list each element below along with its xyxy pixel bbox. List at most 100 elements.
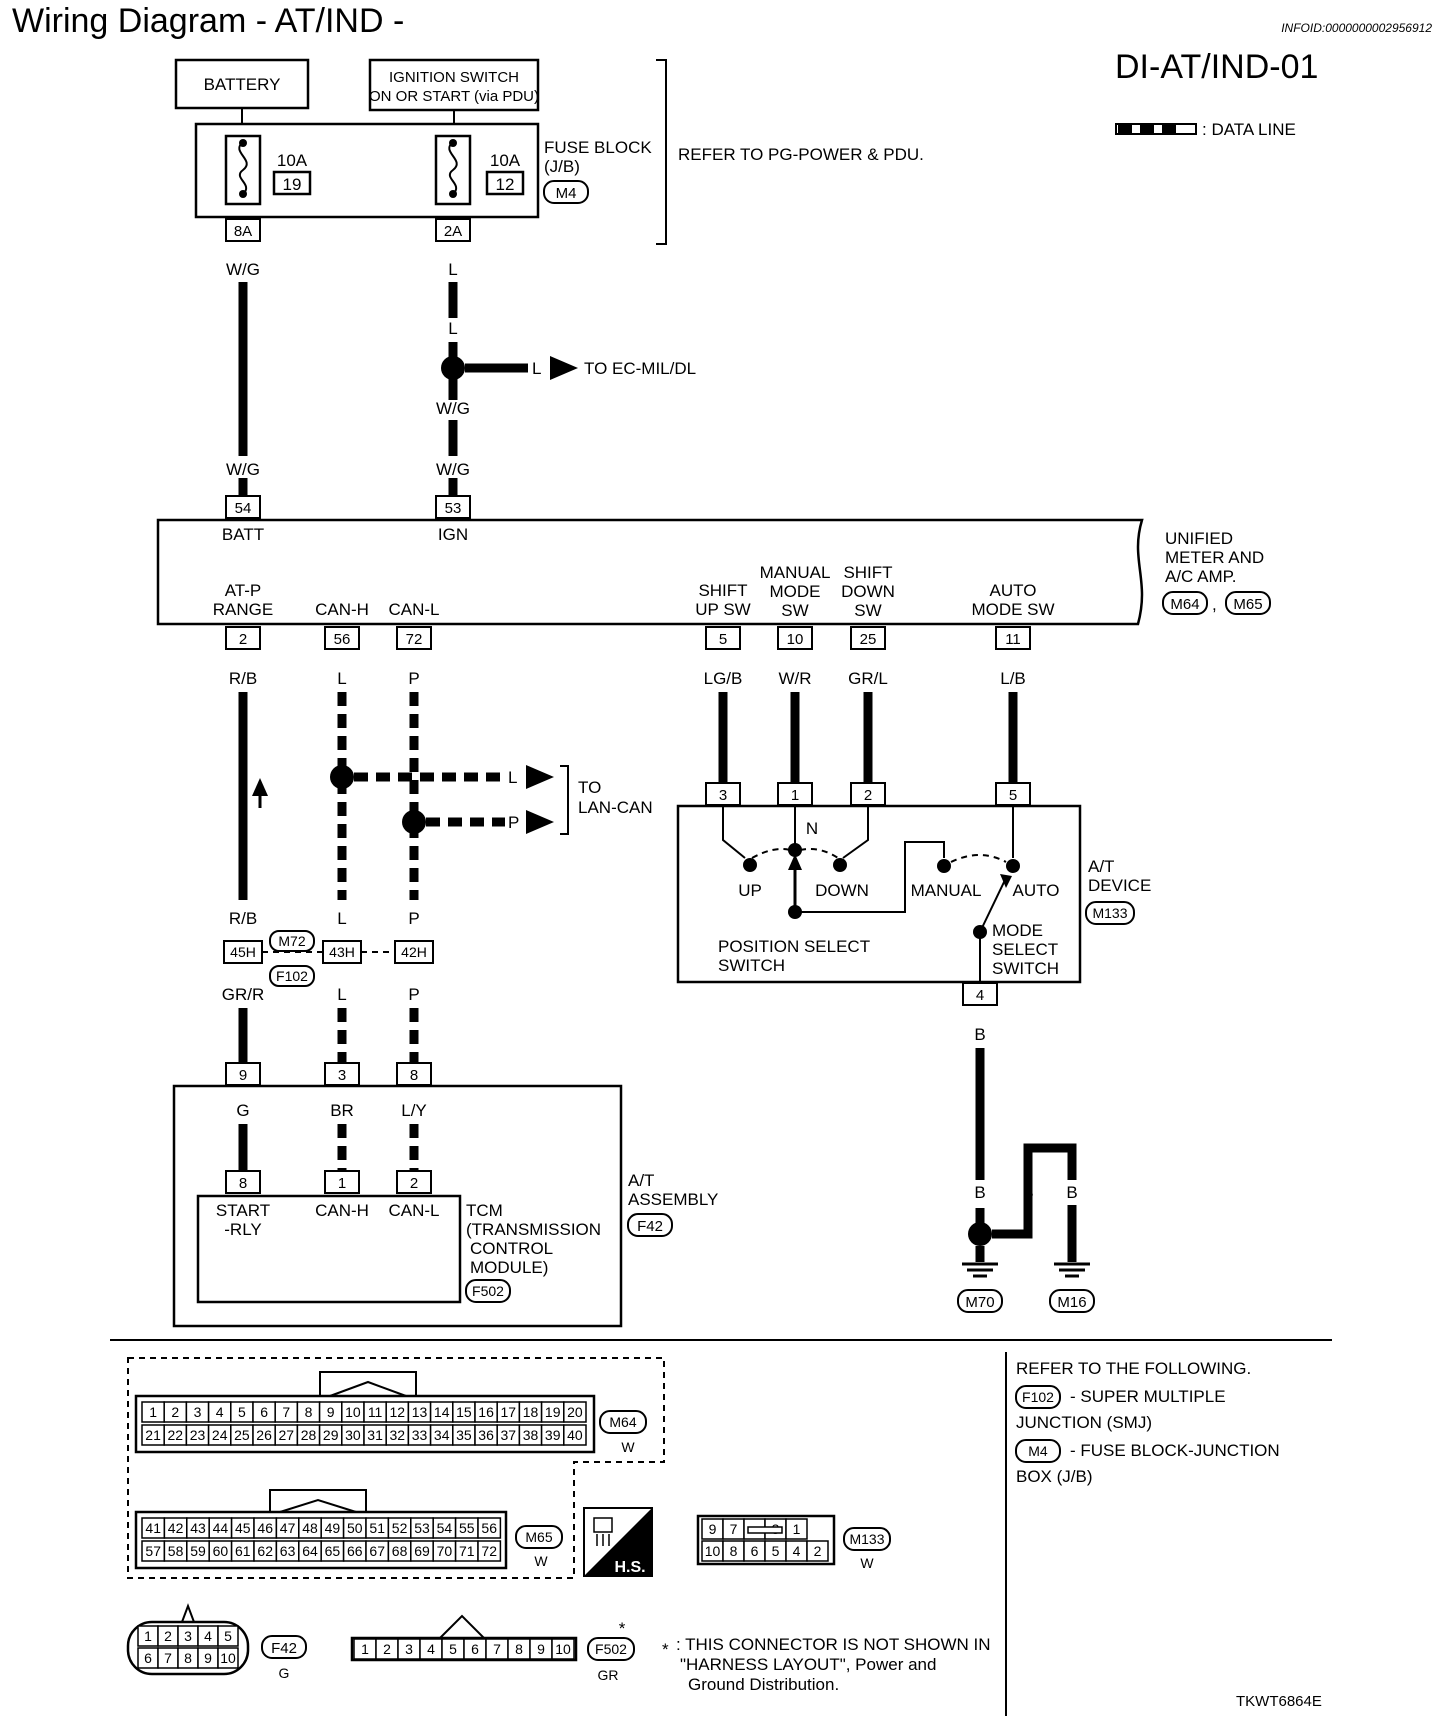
f502-pin-number: 7	[493, 1641, 501, 1657]
m65-pin-number: 71	[459, 1543, 475, 1559]
connector-m65-label: M65	[525, 1529, 552, 1545]
junction-m72: M72	[278, 933, 305, 949]
m64-pin-number: 15	[456, 1404, 472, 1420]
arrow-to-ec	[550, 356, 578, 380]
m133-pin-cell	[785, 1518, 808, 1540]
fuse-19-number: 19	[283, 175, 302, 194]
wire-label-g: G	[236, 1101, 249, 1120]
splice-canh	[330, 765, 354, 789]
f42-pin-cell	[217, 1647, 239, 1669]
m64-pin-number: 29	[323, 1427, 339, 1443]
switch-auto-label: AUTO	[1013, 881, 1060, 900]
meter-shiftdn-3: SW	[854, 601, 881, 620]
wire-label-l-3: L	[532, 359, 541, 378]
assy-name-1: A/T	[628, 1171, 654, 1190]
m64-pin-cell	[563, 1424, 587, 1446]
wire-label-grl: GR/L	[848, 669, 888, 688]
dev-pin-3-label: 3	[719, 787, 727, 804]
connector-m64-color: W	[621, 1439, 635, 1455]
f502-pin-number: 5	[449, 1641, 457, 1657]
fuse-block-conn: M4	[556, 185, 577, 202]
f502-pin-number: 3	[405, 1641, 413, 1657]
m65-pin-cell	[477, 1540, 502, 1562]
junction-f102: F102	[276, 968, 308, 984]
wire-label-rb-2: R/B	[229, 909, 257, 928]
at-assembly-box	[172, 1084, 623, 1328]
connector-f42-pill	[261, 1635, 307, 1659]
m64-pin-number: 28	[301, 1427, 317, 1443]
device-conn-pill	[1085, 901, 1135, 925]
m64-pin-number: 31	[367, 1427, 383, 1443]
fuse-block-label-2: (J/B)	[544, 157, 580, 176]
wire-ground-link	[992, 1143, 1077, 1239]
f42-pin-number: 4	[204, 1628, 212, 1644]
pin-2a-label: 2A	[444, 223, 462, 240]
m64-pin-cell	[563, 1401, 587, 1423]
switch-n-label: N	[806, 819, 818, 838]
meter-shiftdn-1: SHIFT	[843, 563, 892, 582]
dev-pin-4	[962, 982, 998, 1006]
footnote-line-2: "HARNESS LAYOUT", Power and	[680, 1655, 936, 1674]
splice-ign	[441, 356, 465, 380]
m64-pin-number: 36	[478, 1427, 494, 1443]
wire-label-wg-4: W/G	[436, 460, 470, 479]
m64-pin-number: 22	[168, 1427, 184, 1443]
to-lan-1: TO	[578, 778, 601, 797]
wire-label-ly: L/Y	[401, 1101, 427, 1120]
hs-icon: H.S.	[583, 1507, 653, 1577]
connector-f502-label: F502	[595, 1641, 627, 1657]
at-device-box	[676, 804, 1082, 984]
m64-pin-number: 4	[216, 1404, 224, 1420]
connector-m133-pins: 97311086542	[701, 1518, 829, 1562]
tcm-int-pin-8-label: 8	[239, 1175, 247, 1192]
hs-label: H.S.	[614, 1559, 645, 1576]
m64-pin-number: 30	[345, 1427, 361, 1443]
m65-pin-number: 46	[257, 1520, 273, 1536]
m65-pin-number: 56	[481, 1520, 497, 1536]
tcm-pin-8-label: 8	[410, 1067, 418, 1084]
fuse-block-conn-pill	[543, 180, 589, 204]
meter-conn-sep: ,	[1212, 595, 1217, 614]
f42-pin-number: 1	[144, 1628, 152, 1644]
dev-pin-1-label: 1	[791, 787, 799, 804]
meter-auto-2: MODE SW	[971, 600, 1054, 619]
meter-atp-2: RANGE	[213, 600, 273, 619]
connector-m65-pill	[515, 1525, 563, 1549]
pin-2-atp	[225, 626, 261, 650]
page-title: Wiring Diagram - AT/IND -	[12, 2, 404, 40]
pin-25-dn	[850, 626, 886, 650]
m65-pin-number: 51	[369, 1520, 385, 1536]
m65-pin-number: 62	[257, 1543, 273, 1559]
connector-m133-label: M133	[849, 1531, 884, 1547]
m133-pin-number: 4	[793, 1543, 801, 1559]
tcm-name-4: MODULE)	[470, 1258, 548, 1277]
tcm-int-pin-2	[396, 1170, 432, 1194]
wire-label-l-2: L	[448, 319, 457, 338]
m65-pin-number: 65	[325, 1543, 341, 1559]
junction-42h: 42H	[401, 944, 427, 960]
m64-pin-number: 6	[260, 1404, 268, 1420]
meter-canl: CAN-L	[388, 600, 439, 619]
wire-label-grr: GR/R	[222, 985, 265, 1004]
ignition-label-1: IGNITION SWITCH	[389, 69, 519, 86]
arrow-lan-2	[526, 810, 554, 834]
f502-pin-number: 10	[555, 1641, 571, 1657]
unified-meter-box	[156, 518, 1144, 626]
data-line-legend: : DATA LINE	[1115, 120, 1296, 139]
m64-pin-number: 20	[567, 1404, 583, 1420]
tcm-start-1: START	[216, 1201, 270, 1220]
m133-pin-number: 5	[772, 1543, 780, 1559]
m64-pin-number: 37	[501, 1427, 517, 1443]
f502-pin-number: 6	[471, 1641, 479, 1657]
m65-pin-number: 43	[190, 1520, 206, 1536]
dev-pin-5-label: 5	[1009, 787, 1017, 804]
tcm-int-pin-8	[225, 1170, 261, 1194]
pin-5-up	[705, 626, 741, 650]
m65-pin-number: 50	[347, 1520, 363, 1536]
meter-batt-label: BATT	[222, 525, 264, 544]
connector-f502-star: *	[619, 1619, 626, 1638]
fuse-12: 10A 12	[434, 134, 525, 206]
